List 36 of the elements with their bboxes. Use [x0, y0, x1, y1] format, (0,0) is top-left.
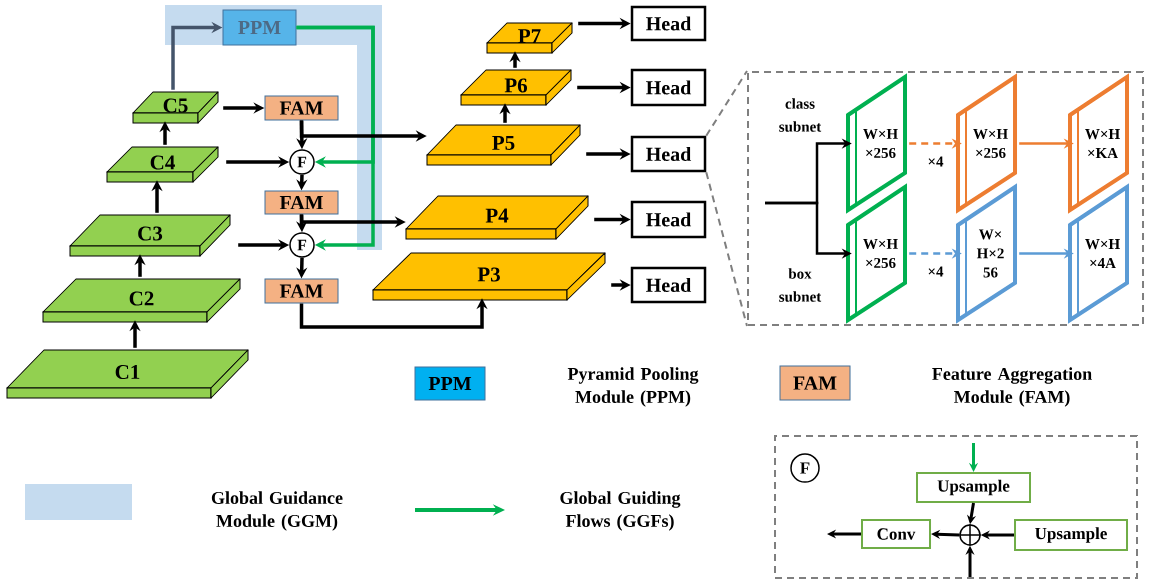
subnet-label: box subnet — [779, 268, 822, 302]
feature-map-slab: P5 — [426, 124, 581, 166]
feature-map-slab: C2 — [42, 278, 241, 323]
feature-map-slab: C1 — [6, 349, 249, 399]
legend-text: Pyramid Pooling Module (PPM) — [567, 367, 699, 407]
head-box: Head — [630, 200, 707, 239]
head-box: Head — [630, 5, 707, 42]
operation-box: Conv — [861, 519, 931, 549]
legend-text: Global Guidance Module (GGM) — [211, 491, 343, 531]
feature-map-slab: P4 — [405, 195, 589, 240]
feature-map-slab: P7 — [486, 22, 573, 54]
subnet-label: class subnet — [779, 98, 822, 132]
module-box: FAM — [264, 278, 339, 304]
module-box: FAM — [264, 190, 339, 215]
feature-map-slab: P6 — [460, 69, 572, 106]
edge-label: ×4 — [926, 155, 945, 168]
feature-map-slab: C5 — [132, 91, 219, 124]
head-box: Head — [630, 68, 707, 107]
operation-box: Upsample — [916, 472, 1031, 503]
module-box: FAM — [264, 95, 339, 121]
edge-label: ×4 — [926, 265, 945, 278]
head-box: Head — [630, 266, 707, 304]
leader-line — [705, 70, 748, 137]
detail-panel — [747, 71, 1144, 326]
legend-text: Feature Aggregation Module (FAM) — [932, 367, 1092, 407]
feature-map-slab: C4 — [106, 146, 219, 183]
legend-text: Global Guiding Flows (GGFs) — [560, 491, 681, 531]
operation-box: Upsample — [1014, 519, 1128, 551]
arrow — [296, 25, 375, 251]
sum-symbol — [958, 523, 982, 547]
head-box: Head — [630, 135, 707, 173]
leader-line — [705, 171, 748, 327]
module-box: PPM — [222, 9, 297, 46]
feature-map-slab: P3 — [372, 252, 606, 301]
detail-panel — [774, 435, 1138, 579]
feature-map-slab: C3 — [69, 214, 231, 257]
